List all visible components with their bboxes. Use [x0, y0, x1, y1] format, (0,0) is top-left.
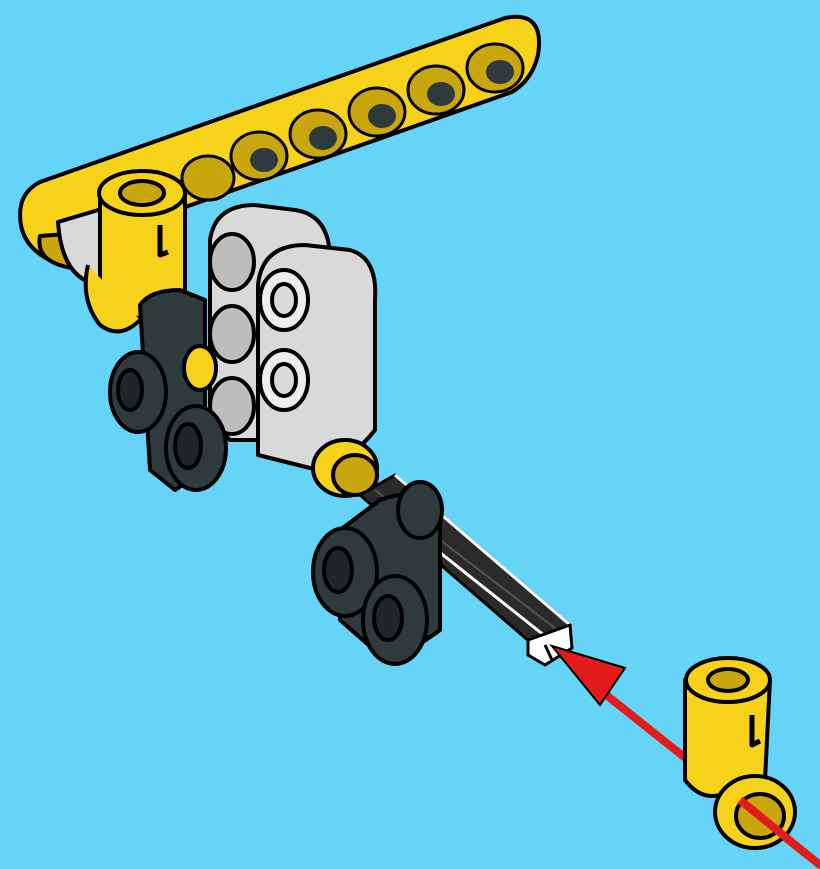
light-gray-beam-front [258, 245, 375, 470]
